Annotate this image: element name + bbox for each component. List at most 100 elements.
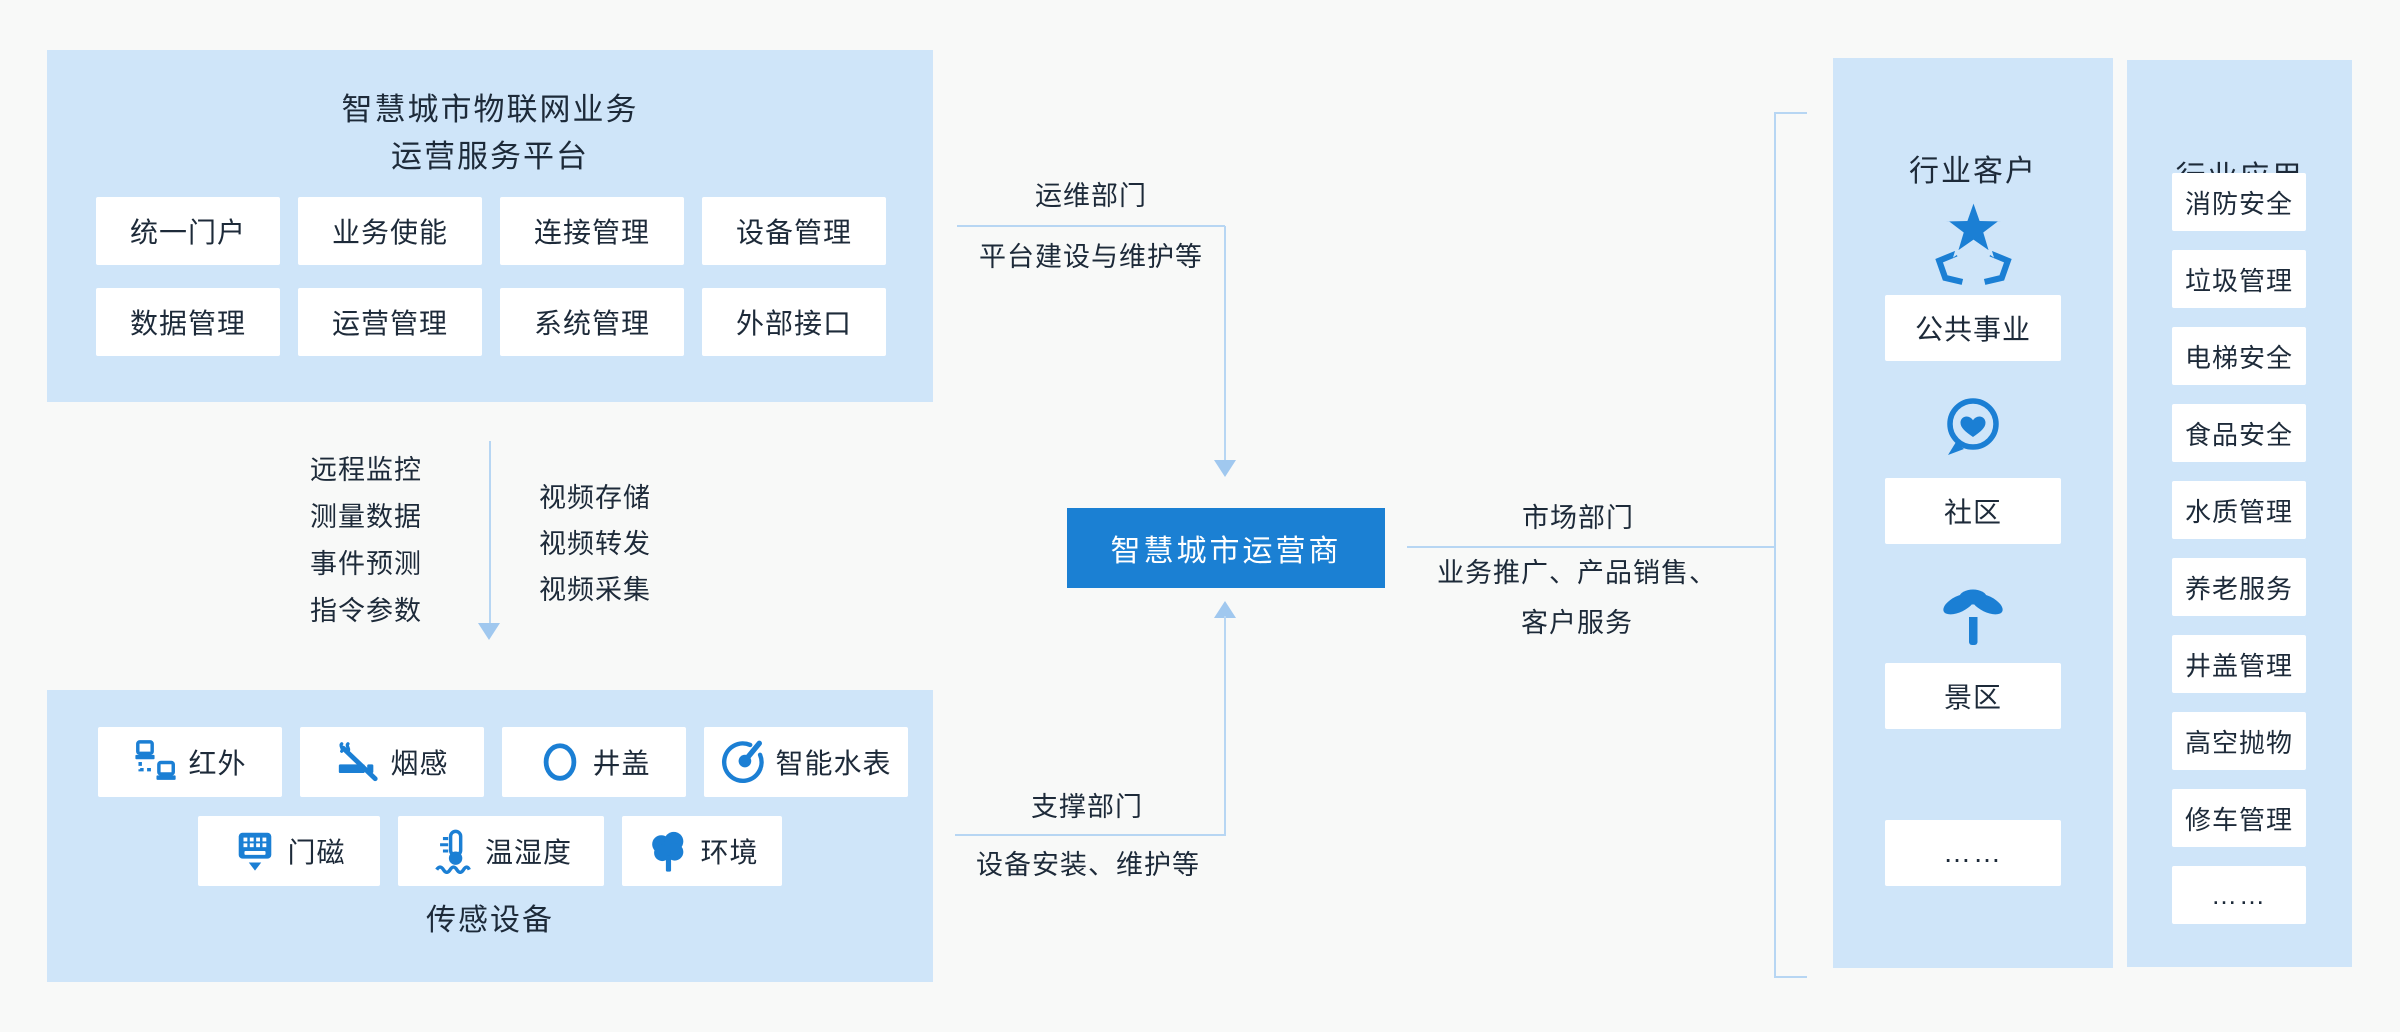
sensor-item-water-meter: 智能水表 — [704, 727, 908, 797]
star-hands-icon — [1926, 195, 2021, 290]
platform-panel: 智慧城市物联网业务 运营服务平台 统一门户业务使能连接管理设备管理数据管理运营管… — [47, 50, 933, 402]
sensor-row-1: 红外 烟感 井盖 智能水表 — [98, 727, 908, 797]
market-dept-label: 市场部门 — [1522, 503, 1634, 533]
sensor-label: 红外 — [188, 748, 247, 779]
flow-item: 远程监控 — [310, 455, 422, 485]
market-desc-line1: 业务推广、产品销售、 — [1437, 558, 1717, 588]
platform-module-box: 连接管理 — [500, 197, 684, 265]
box-label: 高空抛物 — [2184, 727, 2293, 758]
support-connector-hline — [955, 834, 1226, 836]
customers-panel: 行业客户 公共事业社区景区 …… — [1833, 58, 2113, 968]
box-label: 系统管理 — [533, 308, 650, 339]
application-box: 垃圾管理 — [2172, 250, 2306, 308]
sensor-label: 智能水表 — [775, 748, 892, 779]
sensor-item-manhole-cover: 井盖 — [502, 727, 686, 797]
customers-bracket-bottom-stub — [1774, 976, 1807, 978]
flow-item: 视频存储 — [539, 483, 651, 513]
arrow-down-icon — [478, 623, 500, 640]
platform-module-box: 统一门户 — [96, 197, 280, 265]
box-label: 统一门户 — [129, 217, 246, 248]
sensor-item-environment-tree: 环境 — [622, 816, 782, 886]
smoke-sensor-icon — [335, 739, 381, 785]
manhole-cover-icon — [537, 739, 583, 785]
customers-bracket-vline — [1774, 112, 1776, 978]
platform-module-box: 外部接口 — [702, 288, 886, 356]
platform-module-box: 业务使能 — [298, 197, 482, 265]
platform-module-box: 运营管理 — [298, 288, 482, 356]
support-connector-vline — [1224, 616, 1226, 835]
application-box: 养老服务 — [2172, 558, 2306, 616]
sensor-label: 温湿度 — [484, 837, 572, 868]
arrow-up-icon — [1214, 601, 1236, 618]
ops-desc-label: 平台建设与维护等 — [979, 242, 1203, 272]
box-label: …… — [1943, 837, 2003, 868]
box-label: 业务使能 — [331, 217, 448, 248]
box-label: 运营管理 — [331, 308, 448, 339]
support-desc-label: 设备安装、维护等 — [976, 850, 1200, 880]
arrow-down-icon — [1214, 460, 1236, 477]
box-label: 水质管理 — [2184, 496, 2293, 527]
flow-item: 视频转发 — [539, 529, 651, 559]
sensor-row-2: 门磁 温湿度 环境 — [47, 816, 933, 886]
application-box: 高空抛物 — [2172, 712, 2306, 770]
box-label: 连接管理 — [533, 217, 650, 248]
box-label: 景区 — [1943, 682, 2002, 713]
box-label: 垃圾管理 — [2184, 265, 2293, 296]
flow-item: 视频采集 — [539, 575, 651, 605]
box-label: 井盖管理 — [2184, 650, 2293, 681]
box-label: 养老服务 — [2184, 573, 2293, 604]
sensor-label: 门磁 — [287, 837, 346, 868]
ops-dept-label: 运维部门 — [1035, 181, 1147, 211]
operator-box: 智慧城市运营商 — [1067, 508, 1385, 588]
temp-humidity-icon — [430, 828, 476, 874]
box-label: 消防安全 — [2184, 188, 2293, 219]
application-box: 水质管理 — [2172, 481, 2306, 539]
application-box-more: …… — [2172, 866, 2306, 924]
box-label: 外部接口 — [735, 308, 852, 339]
platform-module-grid: 统一门户业务使能连接管理设备管理数据管理运营管理系统管理外部接口 — [96, 197, 886, 356]
applications-panel: 行业应用 消防安全垃圾管理电梯安全食品安全水质管理养老服务井盖管理高空抛物修车管… — [2127, 60, 2352, 967]
box-label: …… — [2211, 879, 2267, 910]
downlink-data-list: 远程监控测量数据事件预测指令参数 — [291, 447, 441, 635]
box-label: 修车管理 — [2184, 804, 2293, 835]
box-label: 设备管理 — [735, 217, 852, 248]
market-connector-hline — [1407, 546, 1775, 548]
platform-panel-title: 智慧城市物联网业务 运营服务平台 — [47, 86, 933, 180]
flow-item: 测量数据 — [310, 502, 422, 532]
environment-tree-icon — [645, 828, 691, 874]
market-desc-line2: 客户服务 — [1521, 608, 1633, 638]
application-box: 电梯安全 — [2172, 327, 2306, 385]
customers-bracket-top-stub — [1774, 112, 1807, 114]
ops-connector-hline — [957, 225, 1225, 227]
infrared-icon — [133, 739, 179, 785]
sensor-item-infrared: 红外 — [98, 727, 282, 797]
application-box: 井盖管理 — [2172, 635, 2306, 693]
sensor-label: 环境 — [700, 837, 759, 868]
sensor-label: 烟感 — [390, 748, 449, 779]
downlink-arrow-line — [489, 441, 491, 625]
platform-module-box: 系统管理 — [500, 288, 684, 356]
customers-panel-title: 行业客户 — [1909, 155, 2037, 188]
sensor-item-temp-humidity: 温湿度 — [398, 816, 604, 886]
sensor-item-door-magnet: 门磁 — [198, 816, 380, 886]
platform-title-line1: 智慧城市物联网业务 — [341, 92, 639, 127]
application-box: 消防安全 — [2172, 173, 2306, 231]
support-dept-label: 支撑部门 — [1031, 792, 1143, 822]
sensor-item-smoke-sensor: 烟感 — [300, 727, 484, 797]
sensor-panel: 红外 烟感 井盖 智能水表 门磁 温湿度 环境 传感设备 — [47, 690, 933, 982]
application-box: 食品安全 — [2172, 404, 2306, 462]
box-label: 公共事业 — [1914, 314, 2031, 345]
flow-item: 指令参数 — [310, 596, 422, 626]
ops-connector-vline — [1224, 226, 1226, 462]
sensor-panel-label: 传感设备 — [426, 904, 554, 937]
box-label: 电梯安全 — [2184, 342, 2293, 373]
customer-box-heart-bubble: 社区 — [1885, 478, 2061, 544]
heart-bubble-icon — [1941, 395, 2005, 459]
palm-tree-icon — [1940, 585, 2006, 651]
customer-box-star-hands: 公共事业 — [1885, 295, 2061, 361]
box-label: 社区 — [1943, 497, 2002, 528]
sensor-label: 井盖 — [592, 748, 651, 779]
door-magnet-icon — [232, 828, 278, 874]
customer-box-more: …… — [1885, 820, 2061, 886]
customer-box-palm-tree: 景区 — [1885, 663, 2061, 729]
